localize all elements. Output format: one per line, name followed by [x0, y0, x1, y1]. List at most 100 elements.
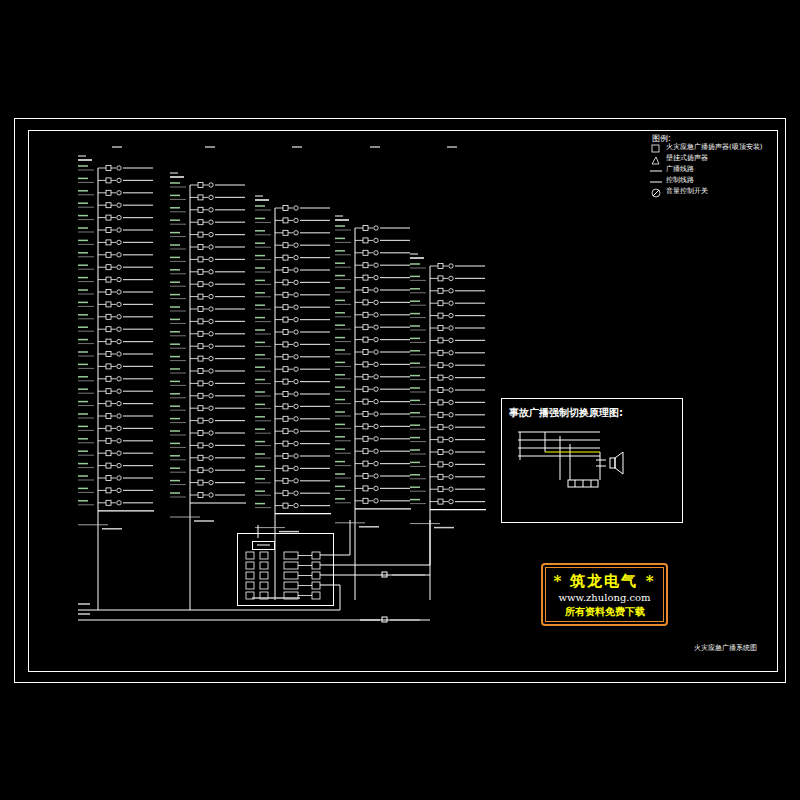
wire	[255, 242, 265, 244]
legend-text: 控制线路	[666, 177, 694, 184]
wire	[320, 575, 370, 576]
outline	[438, 301, 443, 306]
wire	[359, 526, 379, 528]
wire	[190, 470, 198, 471]
wire	[380, 277, 410, 278]
wire	[98, 292, 106, 293]
speaker-symbol	[449, 450, 453, 454]
wire	[410, 342, 426, 343]
wire	[170, 422, 186, 423]
wire	[335, 275, 345, 277]
wire	[123, 242, 153, 243]
wire	[410, 474, 420, 476]
wire	[275, 356, 283, 357]
speaker-symbol	[117, 228, 121, 232]
wire	[430, 290, 438, 291]
wire	[170, 348, 186, 349]
wire	[355, 252, 363, 253]
wire	[111, 242, 116, 243]
speaker-symbol	[117, 401, 121, 405]
wire	[78, 202, 88, 204]
wire	[288, 332, 293, 333]
wire	[292, 146, 302, 148]
wire	[203, 333, 208, 334]
outline	[106, 463, 111, 468]
wire	[255, 230, 265, 232]
outline	[29, 131, 778, 672]
outline	[260, 572, 268, 579]
speaker-symbol	[294, 466, 298, 470]
wire	[78, 467, 94, 468]
speaker-symbol	[117, 439, 121, 443]
wire	[368, 327, 373, 328]
speaker-symbol	[117, 352, 121, 356]
speaker-symbol	[449, 375, 453, 379]
wire	[300, 505, 330, 506]
wire	[203, 420, 208, 421]
wire	[98, 354, 106, 355]
wire	[288, 270, 293, 271]
wire	[170, 343, 180, 345]
wire	[78, 492, 94, 493]
wire	[390, 619, 420, 620]
wire	[370, 146, 380, 148]
outline	[106, 500, 111, 505]
wire	[170, 224, 186, 225]
outline	[198, 282, 203, 287]
wire	[111, 416, 116, 417]
outline	[363, 486, 368, 491]
wire	[190, 247, 198, 248]
wire	[340, 585, 341, 610]
wire	[370, 575, 430, 576]
wire	[255, 205, 265, 207]
wire	[170, 249, 186, 250]
wire	[545, 432, 546, 452]
speaker-symbol	[374, 474, 378, 478]
wire	[335, 399, 345, 401]
outline	[106, 290, 111, 295]
wire	[123, 353, 153, 354]
outline	[312, 592, 320, 599]
wire	[190, 271, 198, 272]
wire	[430, 427, 438, 428]
wire	[443, 501, 448, 502]
wire	[170, 435, 186, 436]
speaker-symbol	[615, 452, 623, 474]
wire	[300, 480, 330, 481]
wire	[255, 284, 271, 285]
wire	[380, 327, 410, 328]
wire	[288, 431, 293, 432]
wire	[255, 309, 271, 310]
wire	[455, 290, 485, 291]
wire	[255, 404, 265, 406]
wire	[288, 307, 293, 308]
speaker-symbol	[449, 475, 453, 479]
speaker-symbol	[294, 392, 298, 396]
wire	[123, 341, 153, 342]
wire	[355, 352, 363, 353]
wire	[190, 371, 198, 372]
speaker-symbol	[449, 264, 453, 268]
wire	[430, 328, 438, 329]
wire	[190, 209, 198, 210]
wire	[430, 439, 438, 440]
wire	[335, 498, 345, 500]
speaker-symbol	[294, 293, 298, 297]
wire	[355, 314, 363, 315]
speaker-symbol	[117, 302, 121, 306]
wire	[98, 267, 106, 268]
wire	[111, 329, 116, 330]
wire	[111, 440, 116, 441]
wire	[98, 168, 99, 600]
outline	[198, 455, 203, 460]
wire	[215, 197, 245, 198]
speaker-symbol	[209, 468, 213, 472]
wire	[255, 445, 271, 446]
speaker-symbol	[294, 479, 298, 483]
wire	[320, 555, 350, 556]
wire	[335, 254, 351, 255]
wire	[410, 478, 426, 479]
wire	[275, 431, 283, 432]
wire	[170, 480, 180, 482]
wire	[203, 234, 208, 235]
